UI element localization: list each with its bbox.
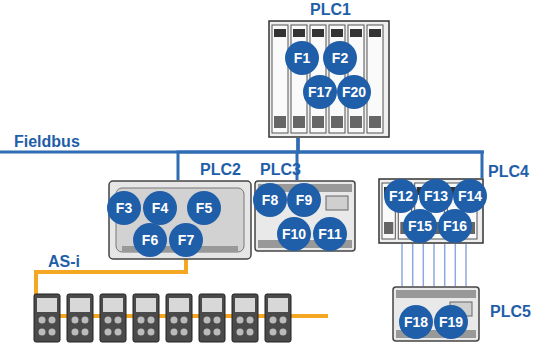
function-label: F20 — [342, 85, 366, 99]
function-circle: F12 — [384, 179, 418, 213]
function-circle: F14 — [453, 179, 487, 213]
function-circle: F20 — [337, 75, 371, 109]
function-circle: F5 — [187, 191, 221, 225]
plc-heading: PLC5 — [490, 304, 531, 320]
function-circle: F18 — [399, 305, 433, 339]
function-circle: F8 — [253, 183, 287, 217]
function-label: F8 — [262, 193, 278, 207]
function-circle: F17 — [303, 75, 337, 109]
plc-heading: PLC3 — [260, 162, 301, 178]
bus-connector — [402, 244, 466, 286]
function-label: F13 — [424, 189, 448, 203]
function-label: F18 — [404, 315, 428, 329]
function-label: F9 — [296, 193, 312, 207]
function-label: F14 — [458, 189, 482, 203]
plc-device: PLC5F18F19 — [392, 286, 480, 342]
function-circle: F3 — [107, 191, 141, 225]
function-label: F19 — [439, 315, 463, 329]
function-circle: F1 — [285, 41, 319, 75]
function-circle: F11 — [313, 217, 347, 251]
function-label: F7 — [178, 233, 194, 247]
plc-heading: PLC1 — [310, 2, 351, 18]
function-circle: F9 — [287, 183, 321, 217]
function-label: F15 — [408, 219, 432, 233]
function-circle: F19 — [434, 305, 468, 339]
bus-label: AS-i — [46, 254, 82, 270]
bus-label: Fieldbus — [12, 134, 82, 150]
function-label: F6 — [142, 233, 158, 247]
function-label: F10 — [282, 227, 306, 241]
as-i-modules — [34, 294, 291, 342]
plc-heading: PLC2 — [200, 162, 241, 178]
function-circle: F4 — [143, 191, 177, 225]
plc-device: PLC4F12F13F14F15F16 — [378, 178, 484, 244]
function-label: F4 — [152, 201, 168, 215]
function-label: F5 — [196, 201, 212, 215]
function-label: F3 — [116, 201, 132, 215]
function-circle: F15 — [403, 209, 437, 243]
function-label: F17 — [308, 85, 332, 99]
function-circle: F13 — [419, 179, 453, 213]
plc-device: PLC1F1F2F17F20 — [268, 20, 390, 138]
function-label: F11 — [318, 227, 341, 241]
function-label: F1 — [294, 51, 310, 65]
function-circle: F10 — [277, 217, 311, 251]
function-label: F16 — [443, 219, 467, 233]
function-circle: F7 — [169, 223, 203, 257]
function-circle: F2 — [323, 41, 357, 75]
plc-device: PLC3F8F9F10F11 — [254, 180, 356, 252]
function-label: F2 — [332, 51, 348, 65]
bus-connector — [298, 138, 482, 178]
function-circle: F16 — [438, 209, 472, 243]
function-label: F12 — [389, 189, 413, 203]
function-circle: F6 — [133, 223, 167, 257]
plc-device: PLC2F3F4F5F6F7 — [108, 180, 252, 260]
plc-heading: PLC4 — [488, 164, 529, 180]
